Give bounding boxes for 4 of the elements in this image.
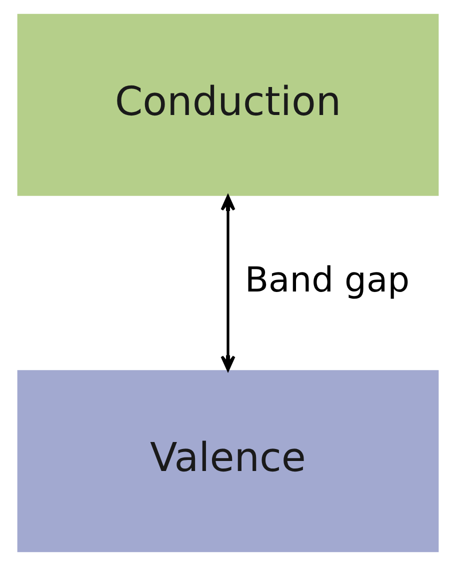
arrow (220, 195, 236, 372)
node-box: Conduction (17, 14, 439, 196)
edge-label: Band gap (244, 260, 410, 300)
node-box: Valence (17, 370, 439, 552)
